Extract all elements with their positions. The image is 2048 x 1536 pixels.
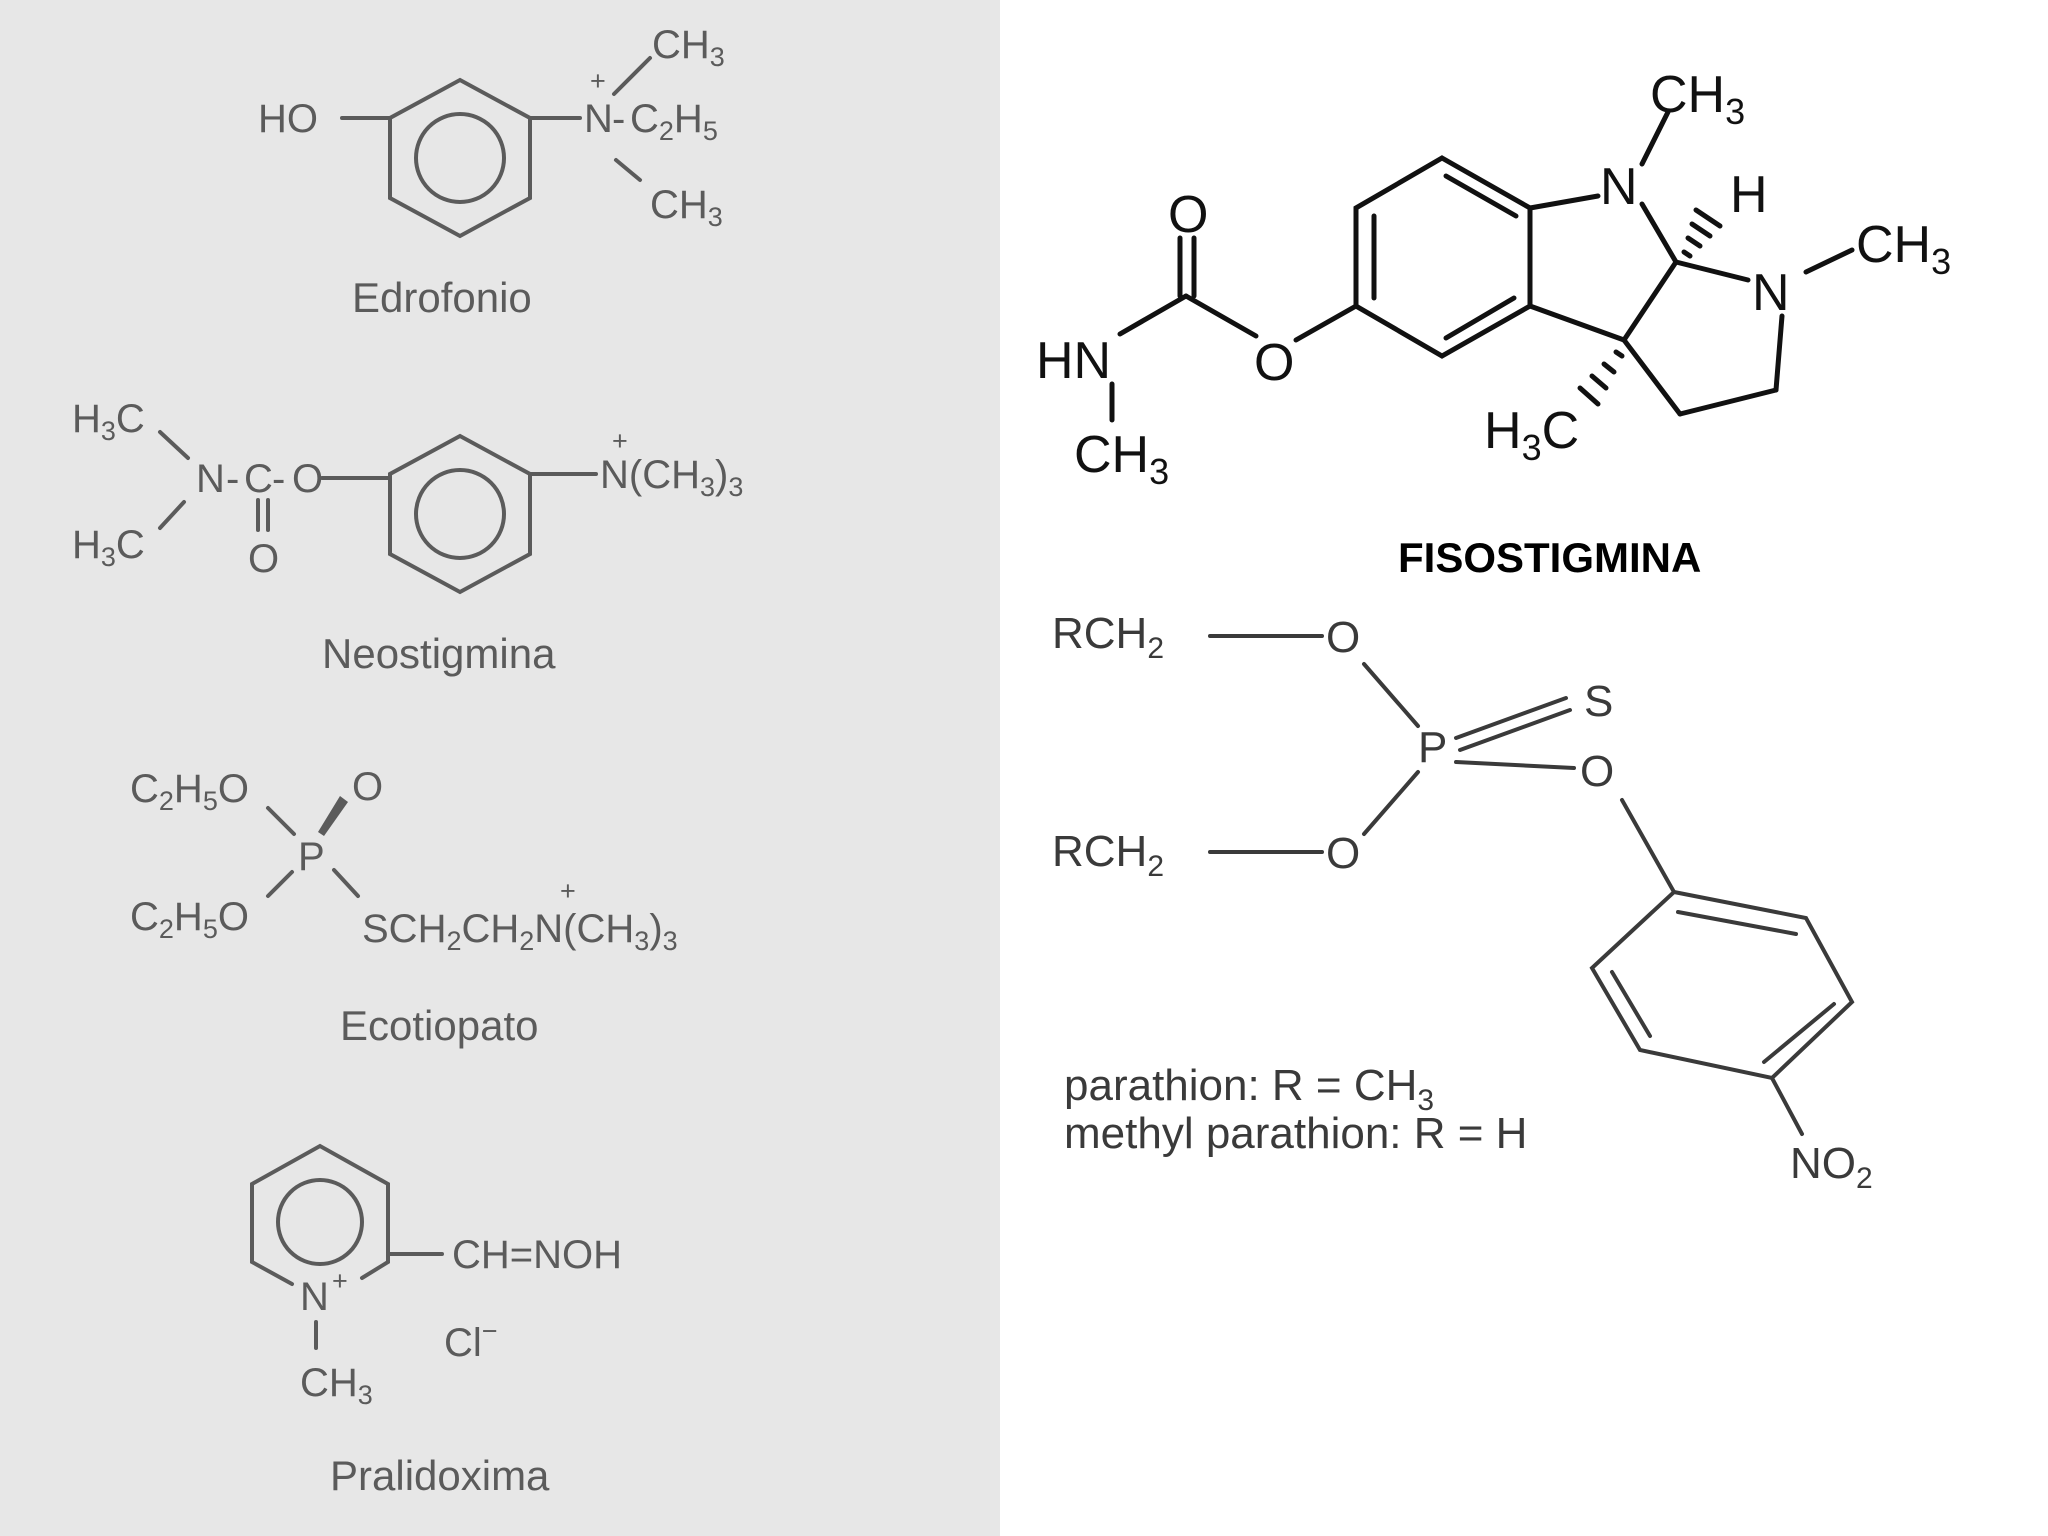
fisostigmina-c8a-c3a-bond [1621, 259, 1679, 343]
fisostigmina-title: FISOSTIGMINA [1398, 534, 1701, 581]
parathion-ps-bond-b [1458, 708, 1572, 752]
parathion-caption-1: parathion: R = CH3 [1064, 1061, 1434, 1117]
parathion-rch2-upper: RCH2 [1052, 609, 1164, 665]
neostigmina-c-label: C [244, 457, 273, 501]
fisostigmina-h-label: H [1730, 166, 1768, 224]
ecotiopato-thiocholine-chain: SCH2CH2N(CH3)3 [362, 907, 678, 956]
neostigmina-n-bond-upper [158, 430, 190, 460]
parathion-structure: RCH2 O P S O RCH2 O NO2 parathion: R = C… [1052, 609, 1873, 1195]
fisostigmina-pyrrolidine-methyl-bond [1803, 247, 1855, 275]
edrofonio-ho-label: HO [258, 97, 318, 141]
fisostigmina-n-c8a-bond [1639, 201, 1679, 265]
ecotiopato-po-bond-upper [266, 806, 296, 836]
ecotiopato-charge: + [560, 876, 576, 906]
neostigmina-ester-o: O [292, 457, 323, 501]
fisostigmina-hn-label: HN [1036, 332, 1111, 390]
left-structures-panel [0, 0, 1000, 1536]
ecotiopato-wedge-bond [318, 796, 348, 836]
fisostigmina-carbonyl-o: O [1168, 186, 1208, 244]
parathion-s-label: S [1584, 677, 1613, 726]
parathion-o-lower: O [1326, 829, 1360, 878]
ecotiopato-p-label: P [298, 835, 325, 879]
fisostigmina-ch2-c3a-bond [1621, 337, 1683, 417]
pralidoxima-charge: + [332, 1266, 348, 1296]
parathion-o-upper: O [1326, 613, 1360, 662]
neostigmina-methyl-upper: H3C [72, 397, 145, 446]
pralidoxima-pyridinium-ring [250, 1143, 390, 1286]
ecotiopato-po-bond-lower [266, 870, 294, 898]
fisostigmina-n-methyl: CH3 [1650, 66, 1745, 132]
edrofonio-methyl-bond-upper [612, 56, 652, 96]
neostigmina-n-label: N [196, 457, 225, 501]
parathion-caption-2: methyl parathion: R = H [1064, 1109, 1527, 1158]
ecotiopato-ps-bond [332, 868, 360, 898]
fisostigmina-carbamate-methyl: CH3 [1074, 426, 1169, 492]
fisostigmina-pyrrolidine-n: N [1752, 264, 1790, 322]
pralidoxima-structure: N + CH=NOH Cl− CH3 Pralidoxima [250, 1143, 622, 1499]
neostigmina-structure: H3C H3C N - C - O O + N(CH3)3 Neostigmin… [72, 397, 743, 677]
edrofonio-structure: HO + N CH3 - C2H5 CH3 Edrofonio [258, 23, 725, 321]
fisostigmina-ester-o: O [1254, 334, 1294, 392]
fisostigmina-n-methyl-bond [1639, 109, 1671, 167]
edrofonio-n-label: N [584, 97, 613, 141]
ecotiopato-o-label: O [352, 765, 383, 809]
pralidoxima-name: Pralidoxima [330, 1452, 550, 1499]
neostigmina-trimethylammonium: N(CH3)3 [600, 453, 743, 502]
edrofonio-methyl-upper: CH3 [652, 23, 725, 72]
neostigmina-dash-1: - [226, 457, 239, 501]
parathion-nitro-bond [1770, 1076, 1804, 1136]
ecotiopato-ethoxy-upper: C2H5O [130, 767, 249, 816]
parathion-nitro: NO2 [1790, 1139, 1873, 1195]
fisostigmina-ester-bond-b [1183, 293, 1259, 339]
fisostigmina-c8a-n-bond [1673, 259, 1751, 283]
edrofonio-name: Edrofonio [352, 274, 532, 321]
neostigmina-benzene-ring [388, 433, 532, 595]
ecotiopato-name: Ecotiopato [340, 1002, 538, 1049]
neostigmina-carbonyl-o: O [248, 537, 279, 581]
fisostigmina-hashed-h-bond [1681, 207, 1723, 259]
fisostigmina-n-ch2-bond [1773, 313, 1785, 393]
parathion-p-label: P [1418, 723, 1447, 772]
fisostigmina-structure: O O HN CH3 N CH3 H N CH3 [1036, 66, 1951, 581]
neostigmina-n-bond-lower [158, 500, 186, 530]
parathion-o-p-bond-upper [1362, 662, 1420, 728]
pralidoxima-chloride: Cl− [444, 1316, 498, 1365]
edrofonio-ethyl: C2H5 [630, 97, 718, 146]
parathion-o-aryl: O [1580, 747, 1614, 796]
edrofonio-dash: - [612, 97, 625, 141]
edrofonio-methyl-bond-lower [614, 158, 642, 182]
parathion-nitrophenyl-ring [1589, 889, 1855, 1081]
fisostigmina-amide-bond [1117, 293, 1189, 337]
fisostigmina-c3a-methyl: H3C [1484, 402, 1579, 468]
edrofonio-methyl-lower: CH3 [650, 183, 723, 232]
parathion-rch2-lower: RCH2 [1052, 827, 1164, 883]
parathion-o-ring-bond [1620, 798, 1676, 894]
neostigmina-name: Neostigmina [322, 630, 556, 677]
fisostigmina-indoline-n: N [1600, 158, 1638, 216]
edrofonio-charge: + [590, 66, 606, 96]
fisostigmina-pyrrolidine-methyl: CH3 [1856, 216, 1951, 282]
fisostigmina-c3a-ring-bond [1527, 303, 1627, 343]
parathion-o-p-bond-lower [1362, 770, 1420, 836]
pralidoxima-oxime-label: CH=NOH [452, 1233, 622, 1277]
fisostigmina-benzene-ring [1353, 155, 1533, 359]
ecotiopato-ethoxy-lower: C2H5O [130, 895, 249, 944]
ecotiopato-structure: C2H5O C2H5O P O + SCH2CH2N(CH3)3 Ecotiop… [130, 765, 678, 1049]
pralidoxima-n-label: N [300, 1275, 329, 1319]
parathion-p-o-aryl-bond [1454, 760, 1576, 770]
fisostigmina-hashed-methyl-bond [1577, 349, 1625, 407]
fisostigmina-ch2-ch2-bond [1677, 387, 1779, 417]
fisostigmina-ester-bond-a [1293, 303, 1359, 343]
edrofonio-benzene-ring [388, 77, 532, 239]
fisostigmina-ring-n-bond [1527, 193, 1601, 211]
pralidoxima-n-methyl: CH3 [300, 1361, 373, 1410]
neostigmina-dash-2: - [272, 457, 285, 501]
parathion-ps-bond-a [1454, 696, 1568, 740]
right-structures-panel [1000, 0, 2048, 1536]
neostigmina-charge: + [612, 426, 628, 456]
neostigmina-methyl-lower: H3C [72, 523, 145, 572]
